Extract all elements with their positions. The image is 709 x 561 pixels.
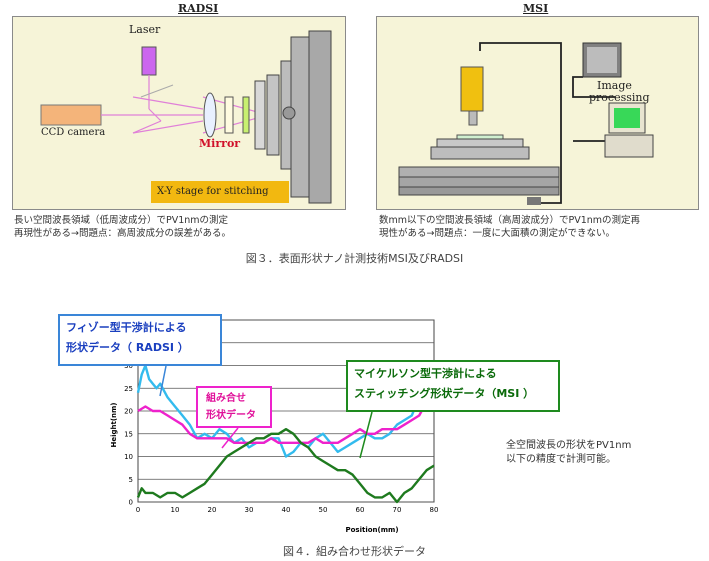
lens xyxy=(203,92,217,138)
pc-unit xyxy=(604,134,654,158)
callout-michelson-msi: マイケルソン型干渉計による スティッチング形状データ（MSI ） xyxy=(346,360,560,412)
callout-combined: 組み合せ 形状データ xyxy=(196,386,272,428)
mirror-label: Mirror xyxy=(199,137,241,150)
x-tick-label: 50 xyxy=(319,506,328,514)
laser-label: Laser xyxy=(129,23,161,36)
y-tick-label: 10 xyxy=(124,453,133,461)
x-tick-label: 0 xyxy=(136,506,140,514)
x-tick-label: 40 xyxy=(282,506,291,514)
callout-combined-line2: 形状データ xyxy=(206,410,256,421)
radsi-drawing xyxy=(40,30,332,204)
callout-michelson-line1: マイケルソン型干渉計による xyxy=(354,367,497,380)
msi-description-line2: 現性がある→問題点：一度に大面積の測定ができない。 xyxy=(379,228,615,239)
radsi-description: 長い空間波長領域（低周波成分）でPV1nmの測定 再現性がある→問題点：高周波成… xyxy=(14,214,231,240)
x-tick-label: 20 xyxy=(208,506,217,514)
msi-stage xyxy=(398,138,560,196)
y-tick-label: 0 xyxy=(129,499,133,507)
series-line-2 xyxy=(137,383,436,445)
side-note-line1: 全空間波長の形状をPV1nm xyxy=(506,440,632,451)
side-note: 全空間波長の形状をPV1nm 以下の精度で計測可能。 xyxy=(506,439,631,467)
radsi-description-line2: 再現性がある→問題点：高周波成分の誤差がある。 xyxy=(14,228,231,239)
y-tick-label: 20 xyxy=(124,408,133,416)
y-tick-label: 30 xyxy=(124,362,133,370)
radsi-description-line1: 長い空間波長領域（低周波成分）でPV1nmの測定 xyxy=(14,215,229,226)
callout-fizeau-line1: フィゾー型干渉計による xyxy=(66,321,187,334)
ccd-camera-label: CCD camera xyxy=(41,127,106,138)
cables xyxy=(479,42,615,204)
ccd-camera xyxy=(40,104,102,126)
x-tick-label: 60 xyxy=(356,506,365,514)
xy-stage xyxy=(254,30,332,204)
msi-drawing xyxy=(398,42,654,205)
x-tick-label: 70 xyxy=(393,506,402,514)
image-processing-label-1: Image xyxy=(597,79,632,92)
x-tick-label: 80 xyxy=(430,506,439,514)
y-axis-label: Height(nm) xyxy=(110,402,118,447)
figure3-caption: 図３．表面形状ナノ計測技術MSI及びRADSI xyxy=(245,252,464,265)
msi-description: 数mm以下の空間波長領域（高周波成分）でPV1nmの測定再 現性がある→問題点：… xyxy=(379,214,640,240)
laser-source xyxy=(141,46,157,76)
chart-series xyxy=(136,364,436,504)
callout-michelson-line2: スティッチング形状データ（MSI ） xyxy=(354,387,535,400)
msi-description-line1: 数mm以下の空間波長領域（高周波成分）でPV1nmの測定再 xyxy=(379,215,641,226)
x-tick-label: 10 xyxy=(171,506,180,514)
msi-diagram: Image processing xyxy=(376,16,699,210)
radsi-title: RADSI xyxy=(178,2,219,15)
x-axis-label: Position(mm) xyxy=(345,526,398,534)
light-beams xyxy=(101,75,262,134)
radsi-diagram: Laser CCD camera Mirror X-Y stage for st… xyxy=(12,16,346,210)
callout-combined-line1: 組み合せ xyxy=(206,393,246,404)
y-tick-label: 15 xyxy=(124,430,133,438)
series-line-1 xyxy=(136,364,436,458)
callout-fizeau-radsi: フィゾー型干渉計による 形状データ（ RADSI ） xyxy=(58,314,222,366)
series-line-3 xyxy=(136,427,435,504)
callout-fizeau-line2: 形状データ（ RADSI ） xyxy=(66,341,189,354)
y-tick-label: 5 xyxy=(129,476,133,484)
y-tick-label: 25 xyxy=(124,385,133,393)
stage-label: X-Y stage for stitching xyxy=(157,186,269,197)
x-tick-label: 30 xyxy=(245,506,254,514)
msi-camera xyxy=(460,66,484,112)
figure4-caption: 図４．組み合わせ形状データ xyxy=(283,545,426,558)
msi-title: MSI xyxy=(523,2,549,15)
side-note-line2: 以下の精度で計測可能。 xyxy=(506,454,616,465)
image-processing-label-2: processing xyxy=(589,91,650,104)
